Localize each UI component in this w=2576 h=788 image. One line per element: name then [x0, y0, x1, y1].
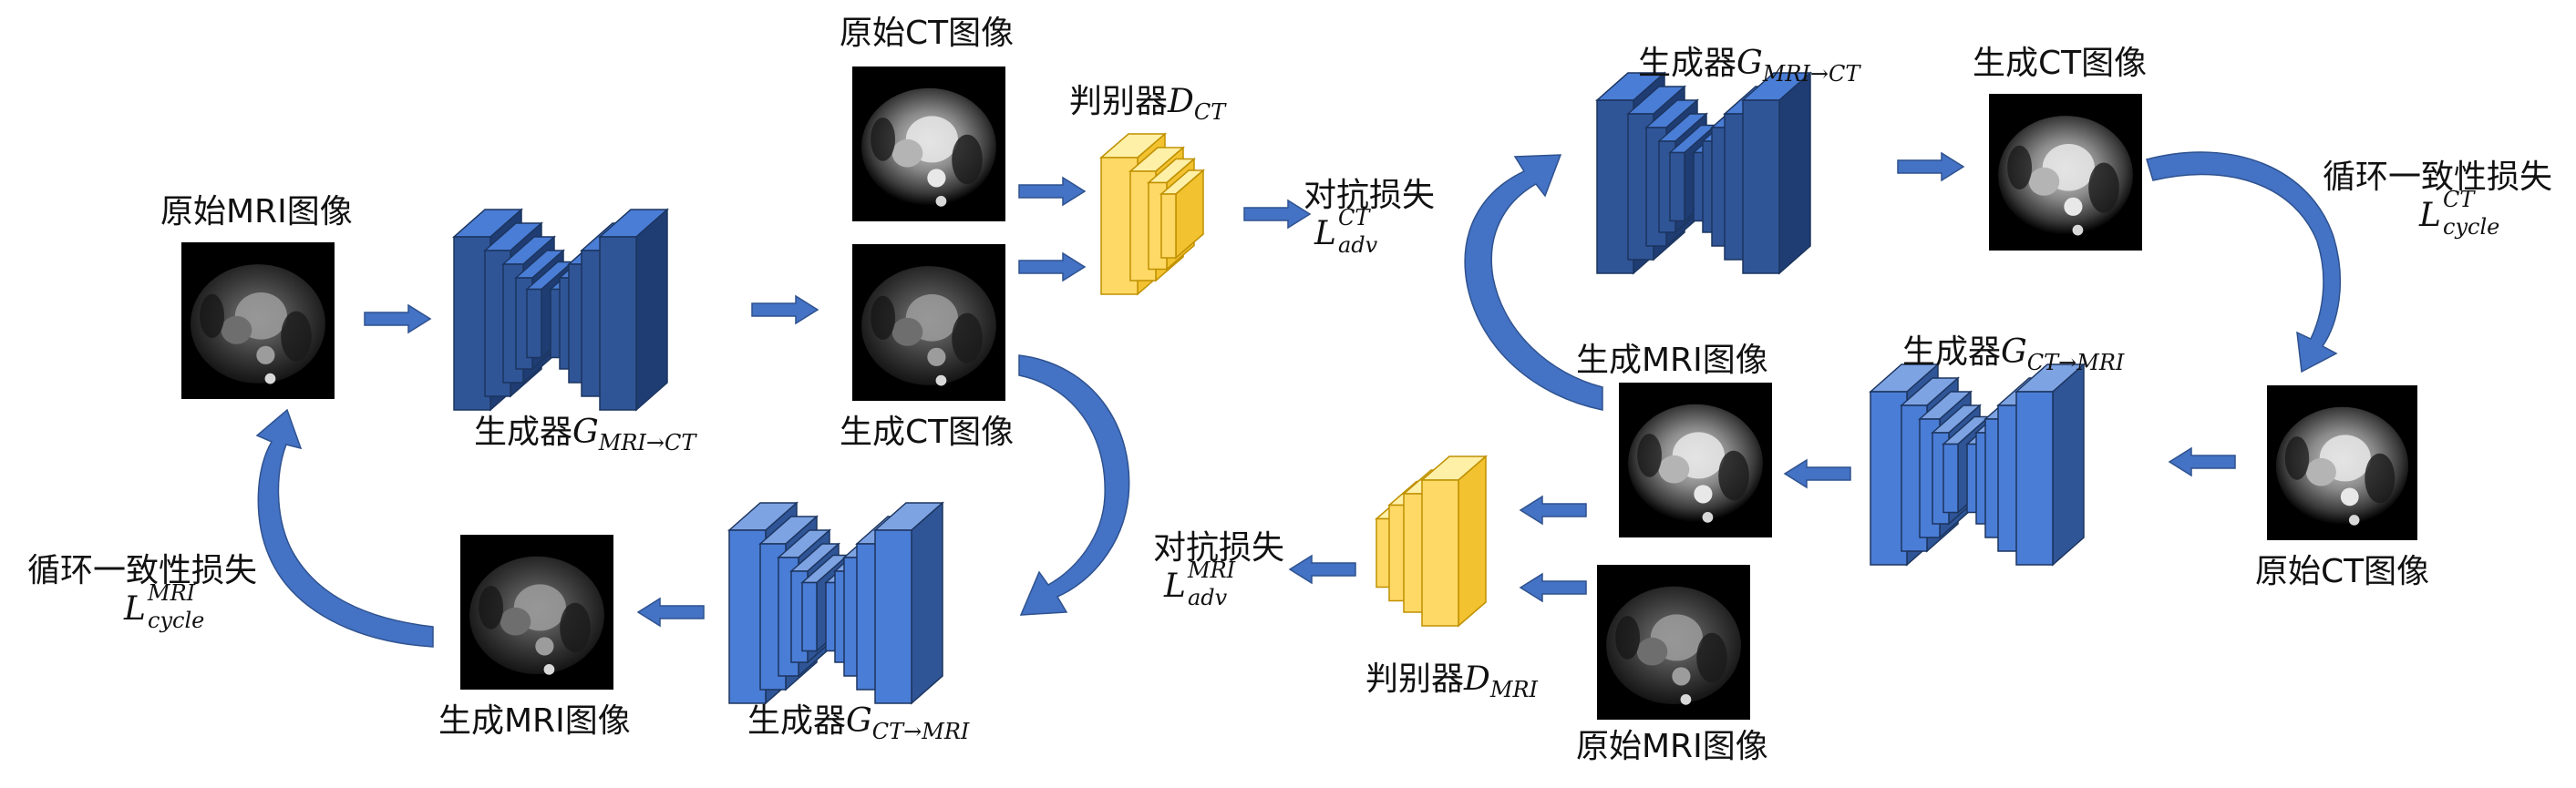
scan-generated-mri-left: [460, 535, 613, 690]
generator-ct-to-mri-left: [727, 501, 944, 705]
label-generated-ct-right: 生成CT图像: [1973, 45, 2148, 82]
generator-label-ct-to-mri-left: 生成器GCT→MRI: [747, 702, 970, 745]
loss-adversarial-ct-text: 对抗损失: [1303, 177, 1436, 214]
arrow-generator-to-ct-right: [1897, 151, 1965, 182]
scan-original-mri-left: [181, 242, 335, 399]
generator-ct-to-mri-right: [1869, 363, 2086, 567]
scan-original-ct-top: [852, 67, 1005, 221]
arrow-discriminator-to-loss-ct: [1243, 199, 1312, 230]
arrow-mri-to-generator: [364, 303, 432, 334]
arrow-generator-to-ct: [751, 294, 819, 325]
arrow-ct-to-generator-right: [2168, 446, 2236, 477]
scan-generated-ct-left: [852, 244, 1005, 401]
curved-arrow-left-up: [255, 408, 434, 648]
generator-mri-to-ct-right: [1595, 71, 1812, 275]
generator-label-mri-to-ct-left: 生成器GMRI→CT: [474, 414, 696, 456]
label-generated-ct-left: 生成CT图像: [840, 414, 1015, 451]
curved-arrow-right-down: [2146, 151, 2342, 374]
scan-original-ct-right: [2267, 385, 2417, 540]
discriminator-label-ct: 判别器DCT: [1069, 83, 1226, 126]
label-generated-mri-right: 生成MRI图像: [1576, 342, 1768, 379]
curved-arrow-left-down: [1018, 354, 1130, 616]
scan-generated-mri-right: [1619, 383, 1772, 537]
arrow-generator-to-mri-left: [636, 597, 705, 628]
label-original-mri-left: 原始MRI图像: [160, 193, 353, 230]
arrow-discriminator-to-loss-mri: [1288, 554, 1356, 585]
label-generated-mri-left: 生成MRI图像: [438, 702, 631, 740]
discriminator-ct: [1098, 132, 1206, 296]
curved-arrow-right-up: [1464, 154, 1603, 411]
arrow-ct-to-discriminator-top: [1018, 176, 1087, 207]
arrow-mri-to-discriminator-top: [1519, 495, 1587, 526]
generator-label-mri-to-ct-right: 生成器GMRI→CT: [1638, 45, 1860, 87]
loss-adversarial-mri-text: 对抗损失: [1153, 529, 1285, 567]
arrow-ct-to-discriminator-bottom: [1018, 251, 1087, 282]
scan-original-mri-bottom: [1597, 565, 1750, 720]
arrow-generator-to-mri-right: [1783, 458, 1851, 489]
discriminator-label-mri: 判别器DMRI: [1365, 660, 1539, 703]
scan-generated-ct-right: [1989, 94, 2142, 251]
discriminator-mri: [1374, 455, 1489, 628]
generator-label-ct-to-mri-right: 生成器GCT→MRI: [1902, 333, 2125, 376]
arrow-mri-to-discriminator-bottom: [1519, 572, 1587, 603]
loss-cycle-ct-text: 循环一致性损失: [2323, 159, 2553, 196]
generator-mri-to-ct-left: [452, 208, 669, 412]
loss-cycle-mri-text: 循环一致性损失: [27, 552, 258, 589]
label-original-ct-right: 原始CT图像: [2255, 553, 2430, 590]
label-original-mri-bottom: 原始MRI图像: [1576, 728, 1768, 765]
label-original-ct-top: 原始CT图像: [840, 15, 1015, 52]
